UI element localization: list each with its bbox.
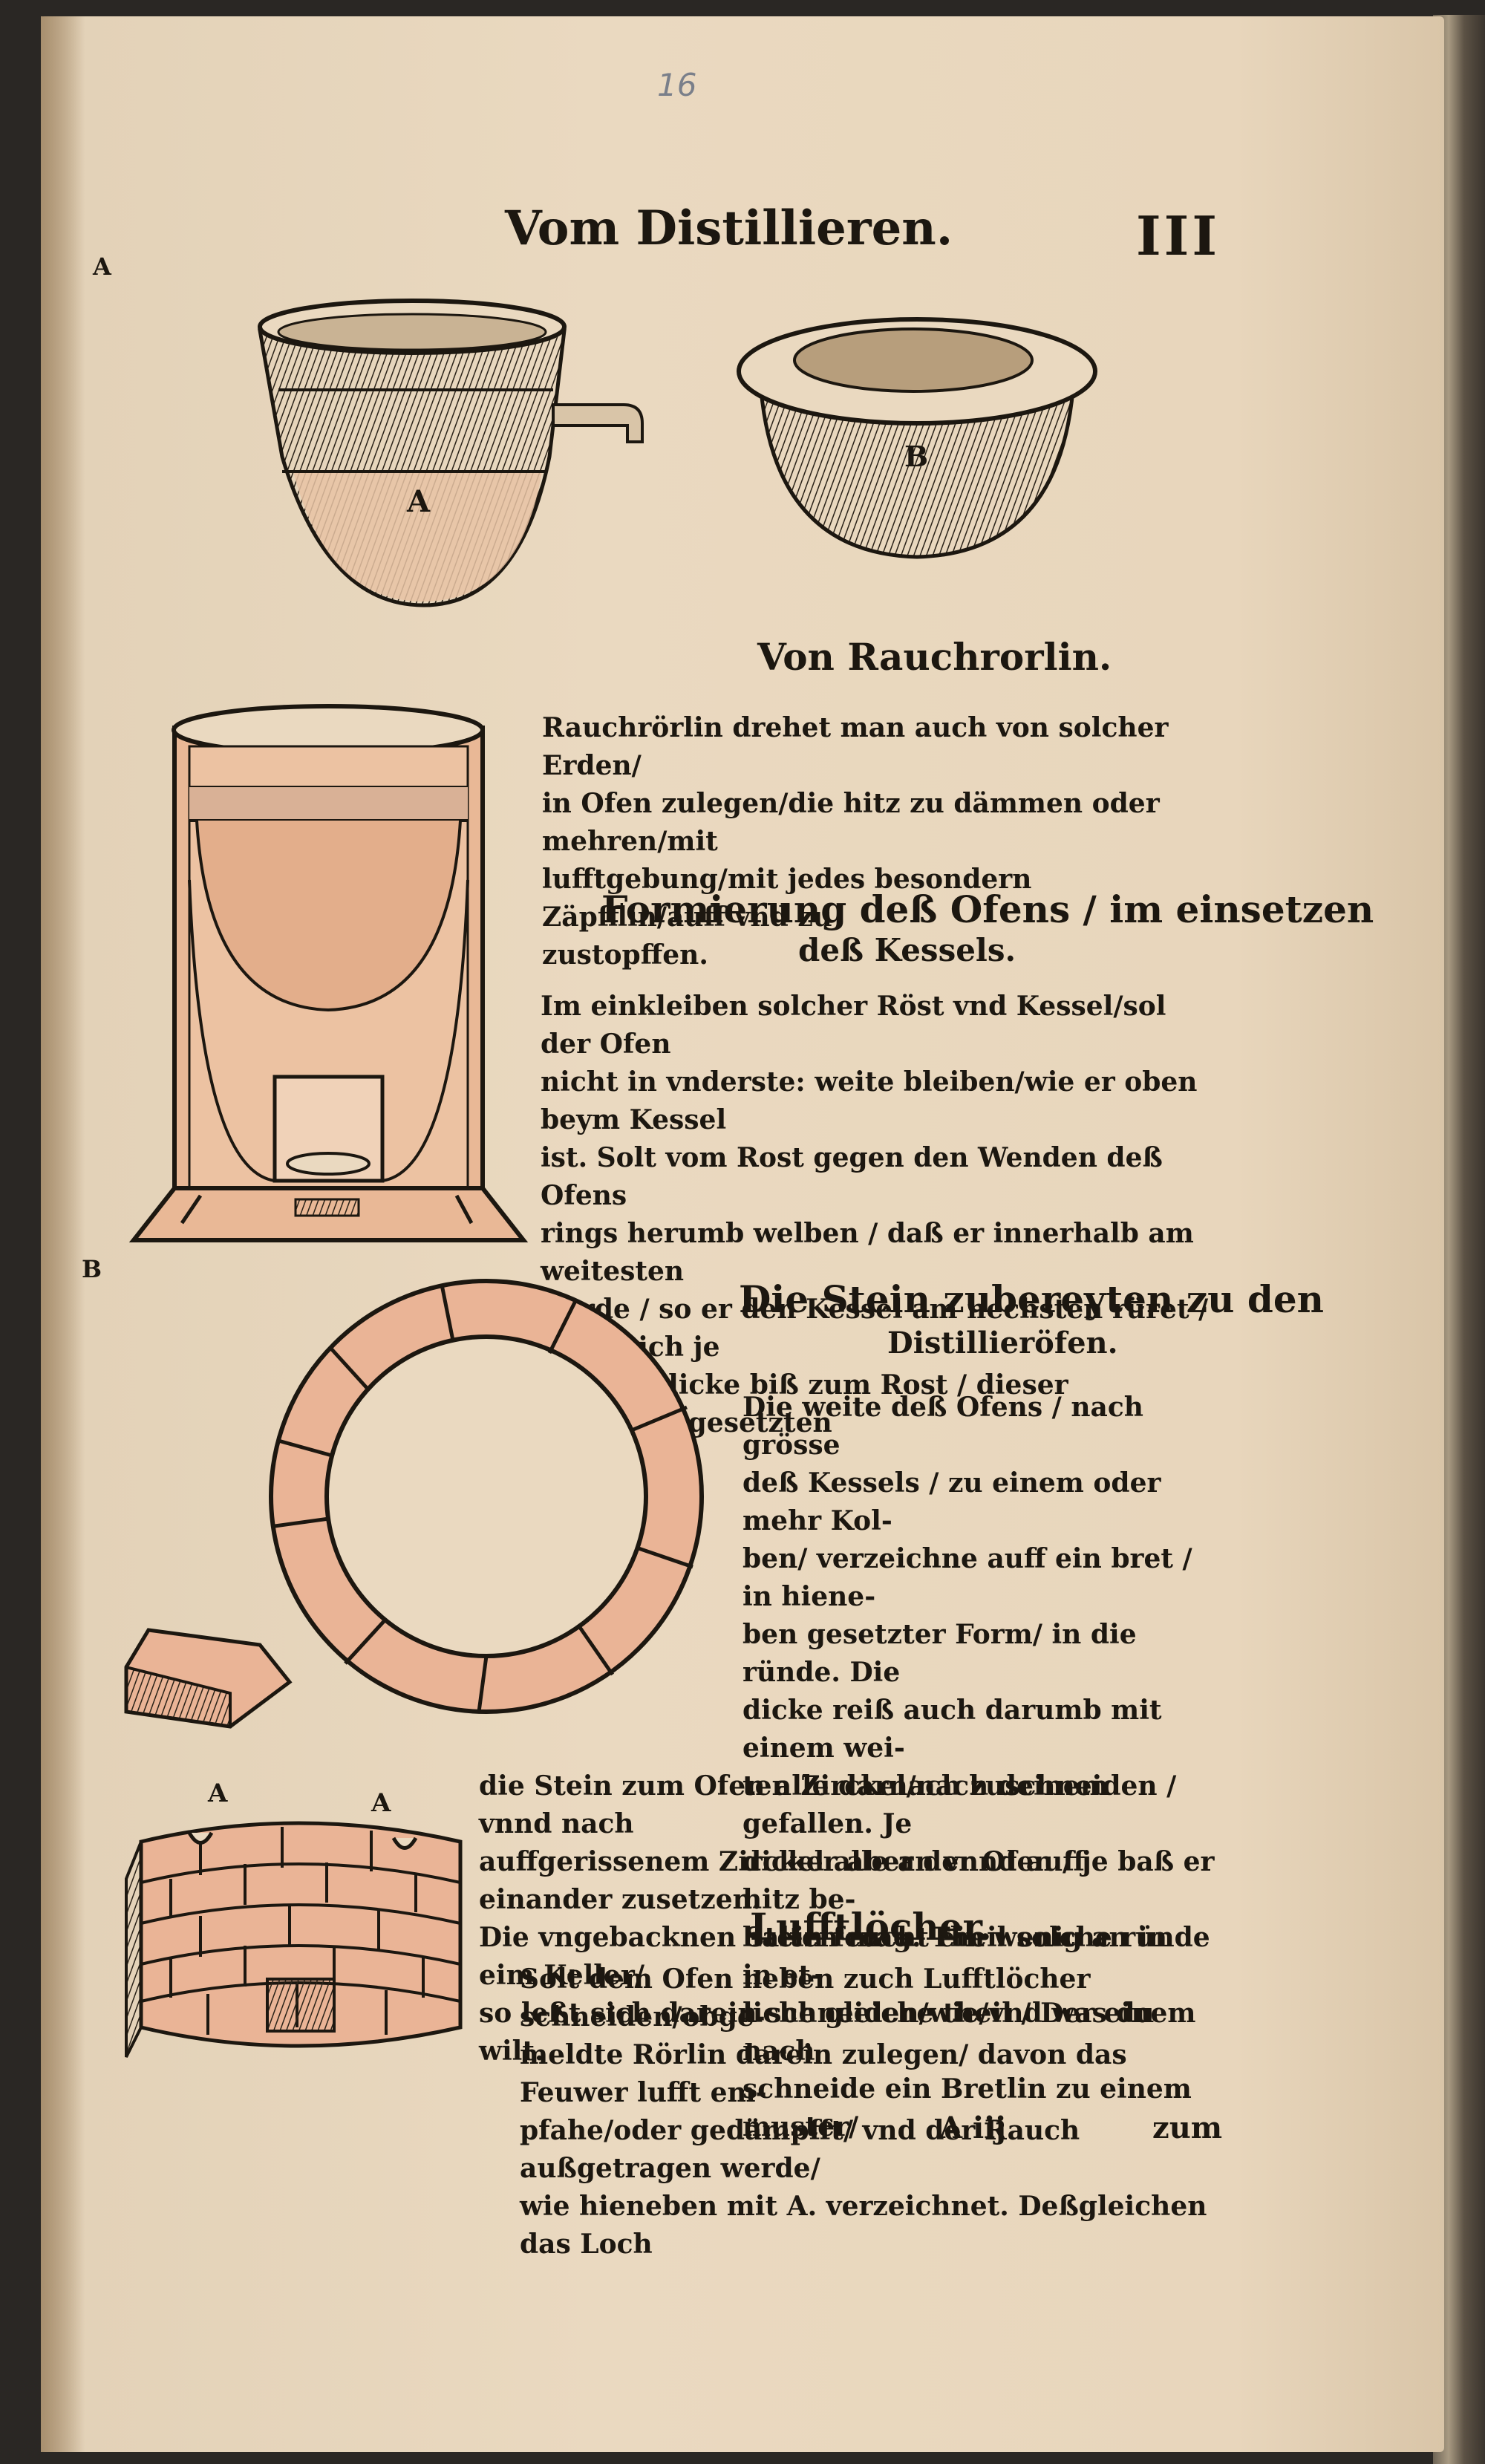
- text-line: dicker aber der Ofen / je baß er hitz be…: [742, 1846, 1215, 1915]
- catchword: zum: [1152, 2111, 1223, 2145]
- text-line: so leßt sich darein schneiden/wie/vnd wa…: [479, 1998, 1155, 2067]
- text-line: nicht in vnderste: weite bleiben/wie er …: [541, 1066, 1198, 1135]
- text-line: Rauchrörlin drehet man auch von solcher …: [542, 712, 1169, 781]
- bowl-label: B: [904, 440, 929, 473]
- text-line: wie hieneben mit A. verzeichnet. Deßglei…: [520, 2191, 1207, 2260]
- margin-mark-a: A: [93, 252, 111, 281]
- text-line: deß Kessels / zu einem oder mehr Kol-: [742, 1467, 1161, 1536]
- text-line: Im einkleiben solcher Röst vnd Kessel/so…: [541, 991, 1166, 1060]
- margin-mark-b: B: [82, 1255, 102, 1283]
- section-heading-stein-line2: Distillieröfen.: [887, 1326, 1118, 1360]
- stone-ring-illustration: [269, 1279, 704, 1714]
- section-heading-formierung-line2: deß Kessels.: [798, 932, 1016, 968]
- brick-template-illustration: [124, 1628, 293, 1729]
- text-line: ben gesetzter Form/ in die ründe. Die: [742, 1619, 1137, 1688]
- furnace-cross-section-illustration: [128, 704, 529, 1242]
- text-line: pfahe/oder gedämpfft/ vnd der Rauch außg…: [520, 2115, 1080, 2184]
- handwritten-folio-number: 16: [657, 67, 697, 103]
- folio-roman-numeral: III: [1136, 204, 1221, 267]
- text-line: halten mag. Theil solche ründe in et-: [742, 1922, 1210, 1991]
- section-text-stein-wide: die Stein zum Ofen alle darnach zuschnei…: [479, 1767, 1221, 2070]
- section-text-stein-narrow: Die weite deß Ofens / nach grösse deß Ke…: [742, 1389, 1218, 2146]
- text-line: die Stein zum Ofen alle darnach zuschnei…: [479, 1770, 1177, 1839]
- text-line: zustopffen.: [542, 939, 708, 971]
- kettle-illustration: [258, 299, 644, 607]
- section-heading-stein: Die Stein zubereyten zu den: [739, 1277, 1325, 1321]
- text-line: liche gleiche theil / Der einem nach: [742, 1998, 1196, 2067]
- text-line: ist. Solt vom Rost gegen den Wenden deß …: [541, 1142, 1163, 1211]
- section-text-rauchrorlin: Rauchrörlin drehet man auch von solcher …: [542, 709, 1210, 974]
- brick-furnace-illustration: [125, 1821, 463, 2058]
- bowl-illustration: [737, 317, 1097, 559]
- text-line: Solt dem Ofen neben zuch Lufftlöcher sch…: [520, 1963, 1091, 2033]
- text-line: ben/ verzeichne auff ein bret / in hiene…: [742, 1543, 1192, 1612]
- text-line: ten Zirckel/nach deinem gefallen. Je: [742, 1770, 1109, 1839]
- text-line: lufftgebung/mit jedes besondern Zäpfflin…: [542, 864, 1032, 933]
- air-hole-label-2: A: [371, 1788, 391, 1818]
- running-head: Vom Distillieren.: [505, 201, 953, 256]
- text-line: schneide ein Bretlin zu einem muster/: [742, 2073, 1192, 2142]
- text-line: dicke reiß auch darumb mit einem wei-: [742, 1695, 1162, 1764]
- section-heading-formierung: Formierung deß Ofens / im einsetzen: [601, 887, 1374, 931]
- section-heading-rauchrorlin: Von Rauchrorlin.: [757, 635, 1112, 679]
- text-line: auffgerissenem Zirckel alle an vnnd auff…: [479, 1846, 1085, 1915]
- section-text-lufftlocher: Solt dem Ofen neben zuch Lufftlöcher sch…: [520, 1961, 1225, 2263]
- text-line: Die weite deß Ofens / nach grösse: [742, 1392, 1143, 1461]
- air-hole-label-1: A: [208, 1779, 228, 1808]
- text-line: in Ofen zulegen/die hitz zu dämmen oder …: [542, 788, 1160, 857]
- signature-mark: A iij: [939, 2111, 1006, 2145]
- section-heading-lufftlocher: Lufftlöcher.: [750, 1905, 992, 1949]
- text-line: Die vngebacknen Stein feucht ein wenig a…: [479, 1922, 1167, 1991]
- text-line: rings herumb welben / daß er innerhalb a…: [541, 1218, 1194, 1287]
- text-line: meldte Rörlin darein zulegen/ davon das …: [520, 2039, 1127, 2108]
- gutter-shadow: [41, 16, 85, 2452]
- kettle-label: A: [407, 484, 431, 519]
